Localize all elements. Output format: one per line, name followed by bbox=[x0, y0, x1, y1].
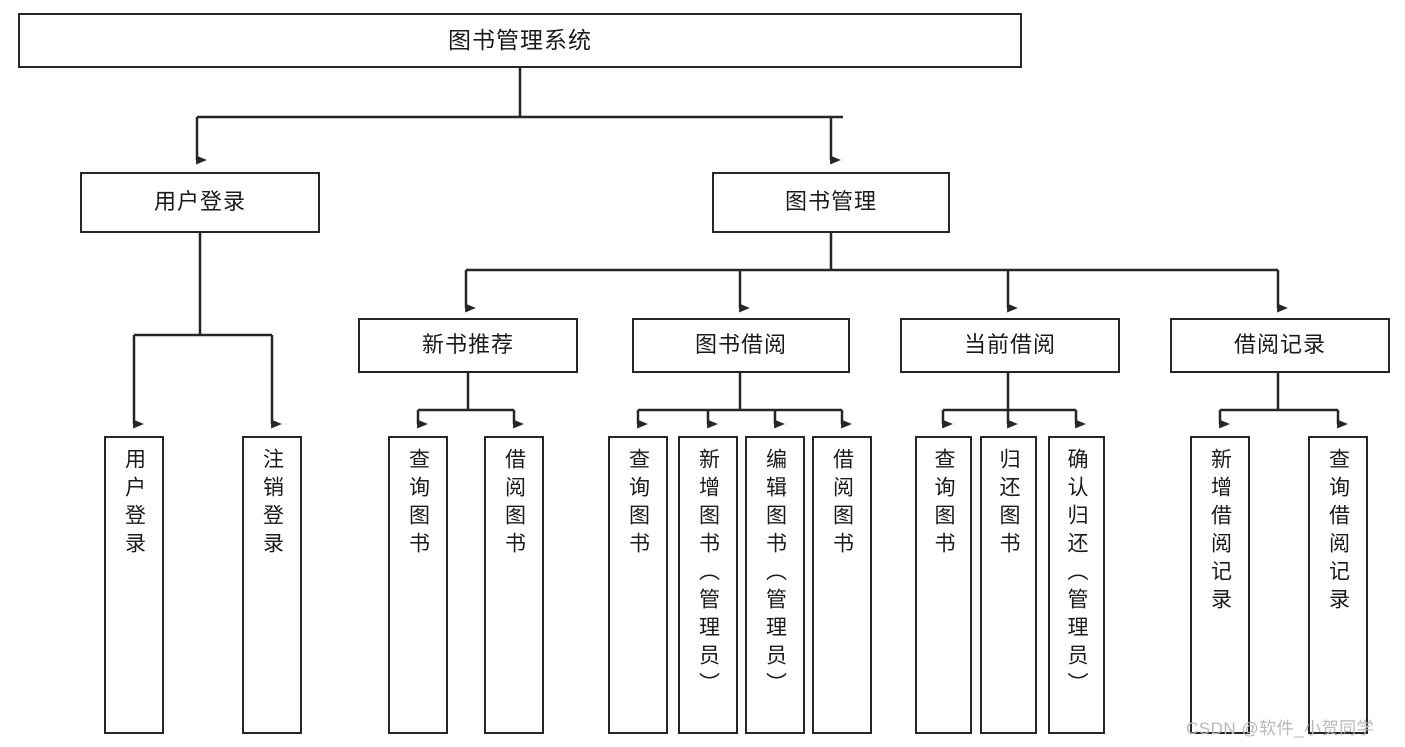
node-leaf-return-book[interactable]: 归还图书 bbox=[980, 436, 1037, 734]
csdn-watermark: CSDN @软件_小贺同学 bbox=[1186, 719, 1375, 738]
node-book-borrow[interactable]: 图书借阅 bbox=[632, 318, 850, 373]
node-label: 查询借阅记录 bbox=[1326, 448, 1350, 616]
node-new-book-rec[interactable]: 新书推荐 bbox=[358, 318, 578, 373]
node-label: 借阅图书 bbox=[502, 448, 526, 560]
node-label: 图书管理 bbox=[784, 189, 877, 215]
node-leaf-borrow-book-1[interactable]: 借阅图书 bbox=[484, 436, 544, 734]
node-label: 查询图书 bbox=[932, 448, 955, 560]
node-leaf-confirm-return[interactable]: 确认归还（管理员） bbox=[1048, 436, 1105, 734]
node-leaf-add-book[interactable]: 新增图书（管理员） bbox=[678, 436, 738, 734]
node-label: 注销登录 bbox=[260, 448, 284, 560]
node-label: 借阅记录 bbox=[1233, 332, 1326, 358]
node-leaf-borrow-book-2[interactable]: 借阅图书 bbox=[812, 436, 872, 734]
node-leaf-query-record[interactable]: 查询借阅记录 bbox=[1308, 436, 1368, 734]
node-leaf-query-book-2[interactable]: 查询图书 bbox=[608, 436, 668, 734]
node-leaf-user-login[interactable]: 用户登录 bbox=[104, 436, 164, 734]
node-root[interactable]: 图书管理系统 bbox=[18, 13, 1022, 68]
node-label: 归还图书 bbox=[997, 448, 1020, 560]
node-user-login[interactable]: 用户登录 bbox=[80, 172, 320, 233]
node-borrow-record[interactable]: 借阅记录 bbox=[1170, 318, 1390, 373]
node-book-manage[interactable]: 图书管理 bbox=[712, 172, 950, 233]
node-label: 新增借阅记录 bbox=[1208, 448, 1232, 616]
node-label: 图书管理系统 bbox=[448, 26, 592, 53]
node-leaf-query-book-3[interactable]: 查询图书 bbox=[915, 436, 972, 734]
node-label: 查询图书 bbox=[406, 448, 430, 560]
node-leaf-logout[interactable]: 注销登录 bbox=[242, 436, 302, 734]
node-label: 确认归还（管理员） bbox=[1065, 448, 1088, 700]
node-leaf-add-record[interactable]: 新增借阅记录 bbox=[1190, 436, 1250, 734]
node-label: 新增图书（管理员） bbox=[696, 448, 720, 700]
node-label: 借阅图书 bbox=[830, 448, 854, 560]
node-current-borrow[interactable]: 当前借阅 bbox=[900, 318, 1120, 373]
node-label: 图书借阅 bbox=[694, 332, 787, 358]
node-label: 编辑图书（管理员） bbox=[763, 448, 787, 700]
node-label: 用户登录 bbox=[153, 189, 246, 215]
node-label: 用户登录 bbox=[122, 448, 146, 560]
node-label: 新书推荐 bbox=[421, 332, 514, 358]
node-leaf-query-book-1[interactable]: 查询图书 bbox=[388, 436, 448, 734]
node-label: 当前借阅 bbox=[963, 332, 1056, 358]
node-leaf-edit-book[interactable]: 编辑图书（管理员） bbox=[745, 436, 805, 734]
node-label: 查询图书 bbox=[626, 448, 650, 560]
